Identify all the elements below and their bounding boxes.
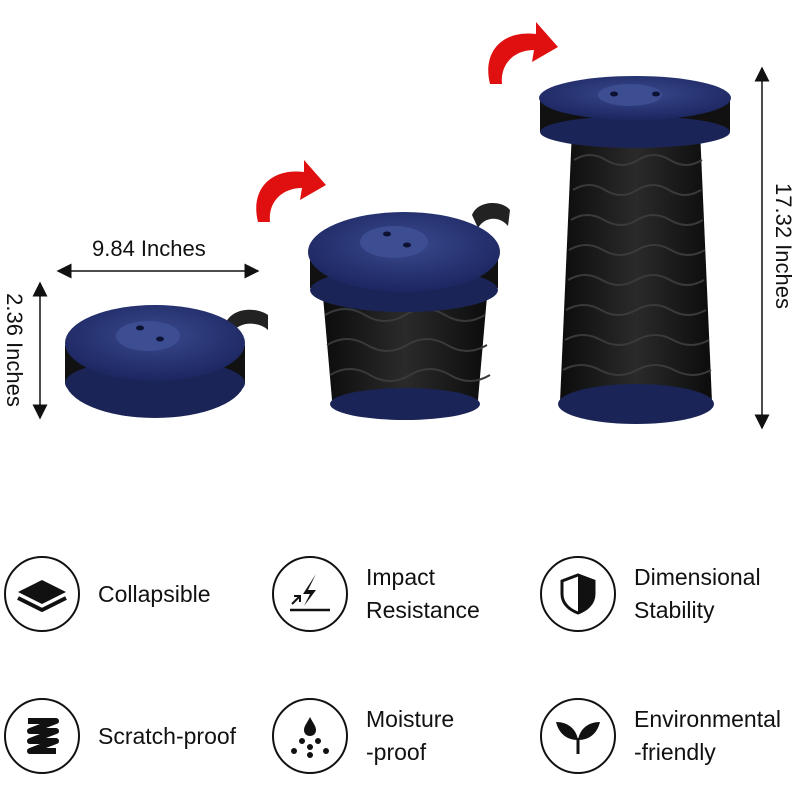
stool-folded [65, 305, 268, 418]
shield-icon [540, 556, 616, 632]
feature-scratch-proof: Scratch-proof [4, 698, 236, 774]
feature-moisture-proof: Moisture -proof [272, 698, 454, 774]
extended-height-label: 17.32 Inches [771, 183, 796, 309]
red-arrow-icon [256, 160, 326, 222]
feature-label: Impact [366, 564, 436, 590]
stool-medium [308, 203, 510, 420]
stool-extended [539, 76, 731, 424]
layers-icon [4, 556, 80, 632]
feature-environmental-friendly: Environmental -friendly [540, 698, 781, 774]
leaf-icon [540, 698, 616, 774]
feature-label: Resistance [366, 597, 480, 623]
feature-impact-resistance: Impact Resistance [272, 556, 480, 632]
feature-label: -friendly [634, 739, 716, 765]
feature-label: Collapsible [98, 580, 211, 607]
folded-height-label: 2.36 Inches [2, 293, 27, 407]
scratch-icon [4, 698, 80, 774]
feature-label: Moisture [366, 706, 455, 732]
stool-illustration [32, 22, 770, 430]
feature-label: Environmental [634, 706, 782, 732]
feature-collapsible: Collapsible [4, 556, 211, 632]
width-label: 9.84 Inches [92, 236, 206, 261]
feature-label: Dimensional [634, 564, 761, 590]
impact-icon [272, 556, 348, 632]
red-arrow-icon [488, 22, 558, 84]
feature-dimensional-stability: Dimensional Stability [540, 556, 761, 632]
feature-label: -proof [366, 739, 427, 765]
feature-label: Scratch-proof [98, 722, 237, 749]
feature-label: Stability [634, 597, 715, 623]
droplet-icon [272, 698, 348, 774]
